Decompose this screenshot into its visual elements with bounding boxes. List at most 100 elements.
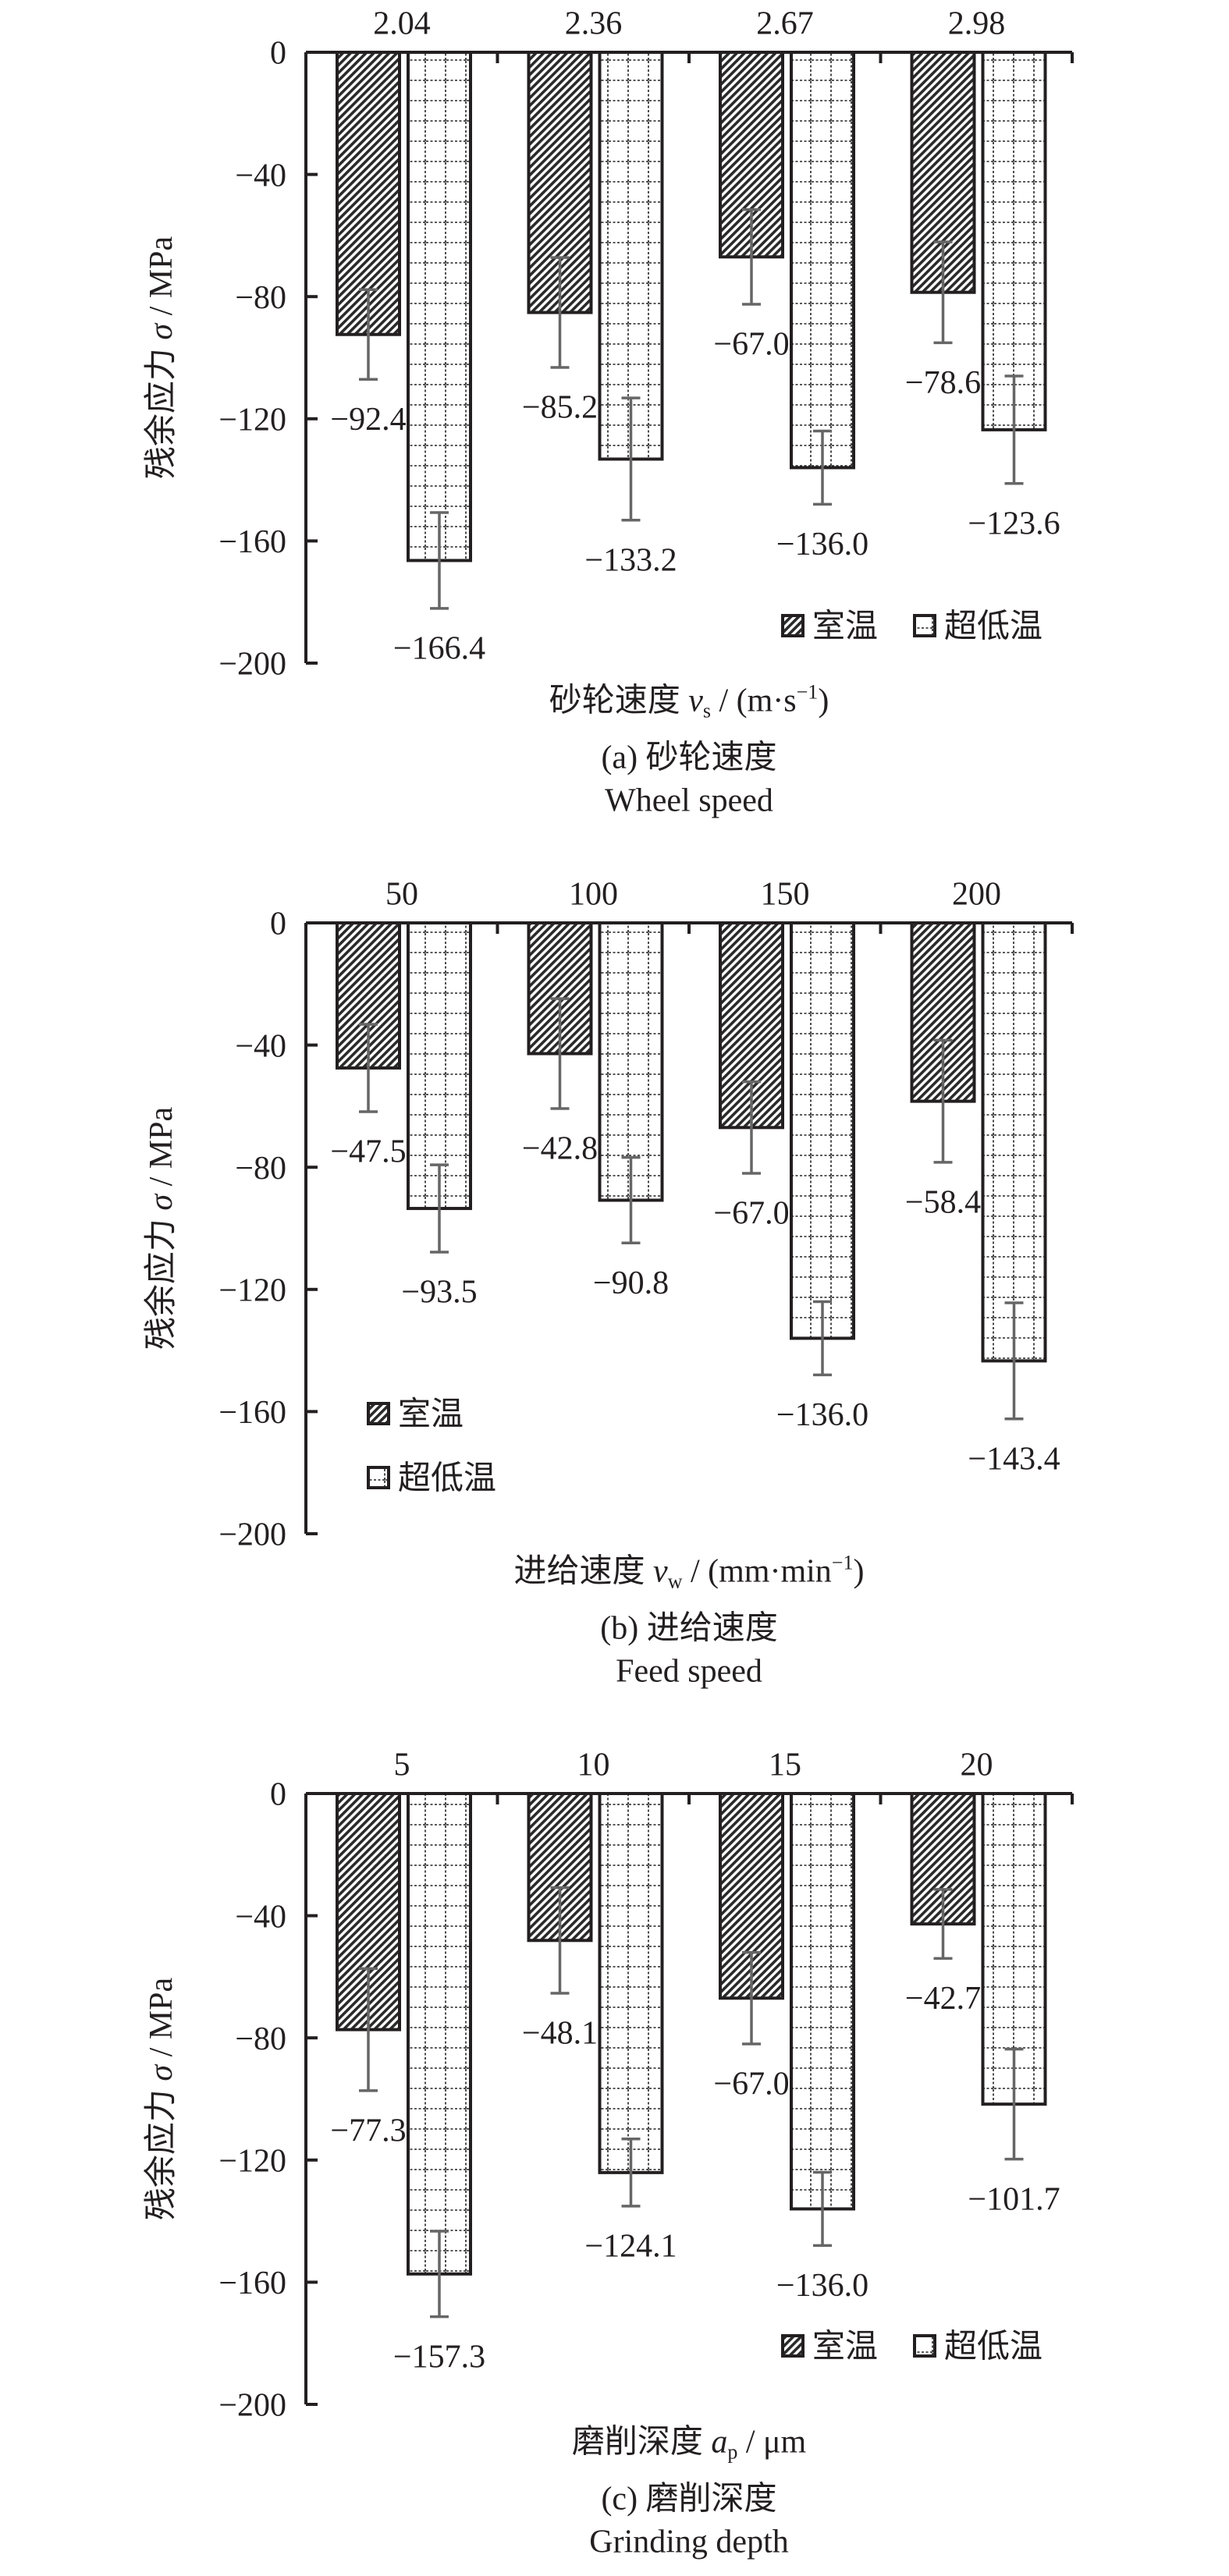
y-tick-label: −200 [218,2388,286,2424]
data-label: −77.3 [330,2113,406,2149]
legend-label: 室温 [812,609,878,645]
y-axis-title-part: / MPa [144,1978,179,2065]
data-label: −78.6 [905,365,981,401]
legend-label: 室温 [812,2329,878,2365]
y-tick-label: −80 [235,280,286,316]
y-tick-label: −80 [235,1151,286,1187]
error-bar [933,1888,953,1960]
y-tick-label: −120 [218,2144,286,2180]
y-tick-label: −80 [235,2021,286,2057]
legend-swatch [913,2334,936,2358]
legend-label: 超低温 [944,2329,1043,2365]
x-axis-title-part: v [653,1554,668,1590]
y-tick-label: 0 [270,907,286,942]
error-bar [1004,2047,1024,2161]
legend-label: 超低温 [398,1461,496,1497]
data-label: −42.7 [905,1981,981,2017]
legend-swatch [781,2334,805,2358]
y-tick-label: 0 [270,1777,286,1813]
data-label: −67.0 [713,327,789,363]
y-axis-title-part: 残余应力 [143,340,179,480]
error-bar [933,240,953,345]
y-tick-label: −160 [218,2266,286,2301]
legend-item-cryogenic: 超低温 [913,609,1043,645]
x-axis-title-part: v [688,683,703,719]
data-label: −136.0 [776,2268,868,2304]
y-tick-label: −200 [218,647,286,683]
y-tick-label: −40 [235,1028,286,1064]
x-axis-title-part: 磨削深度 [572,2425,712,2461]
y-tick-label: −40 [235,158,286,193]
error-bar [430,511,449,610]
data-label: −48.1 [522,2016,598,2052]
error-bar [550,256,570,369]
x-tick-label: 2.67 [756,6,814,42]
data-label: −143.4 [968,1441,1060,1477]
legend-item-room-temp: 室温 [781,2329,878,2365]
caption-en: Grinding depth [589,2525,788,2560]
x-tick-label: 2.98 [948,6,1006,42]
error-bar [1004,1301,1024,1421]
y-tick-label: −160 [218,524,286,560]
caption-cn: (a) 砂轮速度 [601,740,776,776]
error-bar [813,429,832,506]
legend-item-room-temp: 室温 [367,1396,464,1433]
data-label: −42.8 [522,1131,598,1167]
y-axis-title: 残余应力 σ / MPa [143,1107,179,1350]
legend-label: 室温 [398,1396,464,1433]
x-tick-label: 100 [569,877,618,913]
error-bar [742,1950,761,2046]
data-label: −67.0 [713,1196,789,1232]
data-label: −133.2 [584,542,677,578]
y-tick-label: 0 [270,36,286,72]
y-axis-title-part: σ [144,1193,179,1211]
x-tick-label: 10 [577,1747,610,1783]
y-axis-title-part: 残余应力 [143,2081,179,2221]
bar-cryogenic-15 [790,1792,855,2211]
x-axis-title-part: / (m·s [711,683,797,719]
caption-cn: (b) 进给速度 [600,1611,777,1647]
x-axis-title-part: p [727,2441,737,2464]
bar-cryogenic-2.98 [981,51,1047,431]
error-bar [430,1163,449,1254]
x-axis-title-part: / μm [737,2425,806,2461]
caption-en: Wheel speed [605,783,773,819]
x-axis-title-part: 进给速度 [514,1554,654,1590]
error-bar [621,2138,641,2208]
x-axis-title-part: −1 [797,681,819,704]
data-label: −90.8 [593,1265,669,1301]
y-axis-title-part: / MPa [144,1107,179,1194]
legend-item-cryogenic: 超低温 [367,1461,496,1497]
bar-cryogenic-150 [790,921,855,1340]
error-bar [621,1155,641,1245]
x-tick-label: 2.04 [373,6,431,42]
x-tick-label: 150 [761,877,810,913]
error-bar [813,2170,832,2248]
bar-cryogenic-10 [598,1792,664,2174]
y-axis-title-part: 残余应力 [143,1211,179,1350]
error-bar [1004,374,1024,485]
data-label: −67.0 [713,2067,789,2102]
error-bar [359,1023,378,1113]
x-tick-label: 20 [961,1747,993,1783]
x-axis-title: 磨削深度 ap / μm [572,2425,807,2464]
y-axis-title-part: / MPa [144,236,179,324]
x-tick-label: 50 [385,877,418,913]
legend-item-cryogenic: 超低温 [913,2329,1043,2365]
x-axis-title-part: s [703,700,711,722]
bar-cryogenic-2.04 [407,51,472,562]
bar-cryogenic-2.67 [790,51,855,470]
y-tick-label: −120 [218,403,286,438]
y-axis-title-part: σ [144,2063,179,2081]
error-bar [933,1038,953,1164]
y-tick-label: −40 [235,1899,286,1935]
data-label: −136.0 [776,1397,868,1433]
x-axis-title-part: ) [818,683,829,719]
legend: 室温 超低温 [781,2329,1043,2365]
caption-cn: (c) 磨削深度 [601,2482,776,2517]
data-label: −93.5 [401,1275,477,1311]
error-bar [550,1886,570,1995]
x-axis-title-part: −1 [832,1552,854,1574]
bar-cryogenic-200 [981,921,1047,1363]
